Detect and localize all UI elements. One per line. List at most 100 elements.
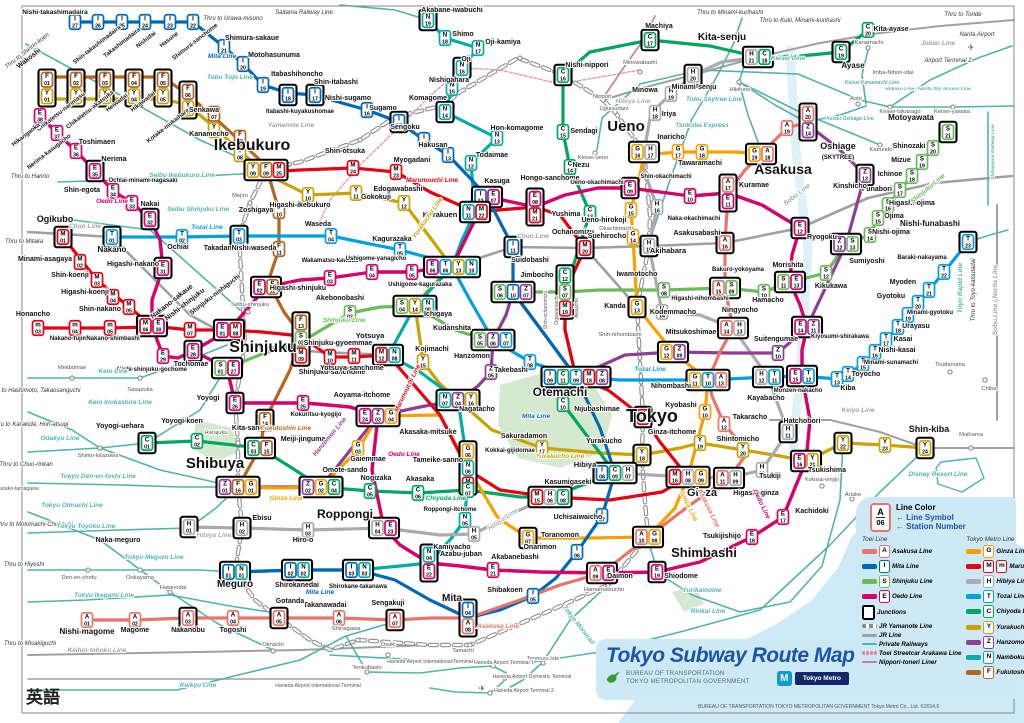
station-badge[interactable]: H11	[778, 420, 798, 444]
station-badge[interactable]: G15	[624, 201, 638, 219]
station-badge[interactable]: C20	[861, 21, 875, 39]
station-badge[interactable]: T18	[891, 318, 905, 336]
station-badge[interactable]: S14	[863, 226, 877, 244]
station-badge[interactable]: H03	[301, 521, 315, 539]
station-badge[interactable]: N19	[418, 8, 438, 32]
station-badge[interactable]: N15	[445, 79, 459, 97]
station-badge[interactable]: S18	[905, 167, 919, 185]
station-badge[interactable]: E36	[69, 142, 83, 160]
station-badge[interactable]: G10	[698, 403, 712, 421]
station-badge[interactable]: N12	[464, 154, 478, 172]
station-badge[interactable]: H14	[655, 303, 669, 321]
station-badge[interactable]: Y20	[736, 441, 750, 459]
station-badge[interactable]: G13	[627, 295, 647, 319]
station-badge[interactable]: T13	[830, 370, 844, 388]
station-badge[interactable]: E37	[50, 124, 64, 142]
station-badge[interactable]: E38	[33, 107, 47, 125]
station-badge[interactable]: I19	[256, 76, 270, 94]
station-badge[interactable]: Y23	[878, 436, 892, 454]
station-badge[interactable]: N17	[471, 39, 485, 57]
station-badge[interactable]: T21	[922, 281, 936, 299]
station-badge[interactable]: T03	[229, 224, 249, 248]
station-badge[interactable]: C16	[553, 63, 573, 87]
station-badge[interactable]: C10	[556, 395, 570, 413]
station-badge[interactable]: E05	[405, 263, 419, 281]
station-badge[interactable]: T14	[841, 365, 855, 383]
station-badge[interactable]: E17	[776, 508, 790, 526]
station-badge[interactable]: F11	[272, 240, 286, 258]
station-badge[interactable]: N18	[438, 29, 452, 47]
station-badge[interactable]: E03	[323, 269, 337, 287]
station-badge[interactable]: I15	[389, 110, 409, 134]
station-badge[interactable]: Z05	[484, 363, 498, 381]
station-badge[interactable]: A07	[385, 608, 405, 632]
station-badge[interactable]: S20	[926, 139, 940, 157]
station-badge[interactable]: C14	[563, 158, 577, 176]
station-badge[interactable]: G18	[695, 143, 709, 161]
station-badge[interactable]: A16	[715, 231, 735, 255]
station-badge[interactable]: I06	[570, 543, 584, 561]
station-badge[interactable]: G17	[671, 143, 685, 161]
station-badge[interactable]: M10	[323, 348, 337, 366]
station-badge[interactable]: Y22	[833, 431, 853, 455]
station-badge[interactable]: m03	[31, 319, 45, 337]
station-badge[interactable]: C13	[583, 204, 597, 222]
station-badge[interactable]: Y19	[693, 434, 707, 452]
station-badge[interactable]: E34	[106, 182, 120, 200]
station-badge[interactable]: E26	[225, 391, 245, 415]
station-badge[interactable]: N13	[490, 129, 504, 147]
station-badge[interactable]: A04	[226, 609, 240, 627]
station-badge[interactable]: I25	[115, 13, 129, 31]
station-badge[interactable]: Y12	[397, 194, 411, 212]
station-badge[interactable]: H19	[664, 85, 678, 103]
station-badge[interactable]: S03	[343, 304, 357, 322]
station-badge[interactable]: S15	[871, 209, 885, 227]
station-badge[interactable]: Y15	[416, 353, 430, 371]
station-badge[interactable]: Z10	[771, 344, 785, 362]
station-badge[interactable]: M24	[346, 159, 360, 177]
station-badge[interactable]: I16	[360, 101, 374, 119]
station-badge[interactable]: Y24	[915, 436, 935, 460]
station-badge[interactable]: T01	[102, 225, 122, 249]
station-badge[interactable]: Y10	[301, 186, 315, 204]
station-badge[interactable]: T05	[393, 241, 407, 259]
station-badge[interactable]: T15	[856, 355, 870, 373]
station-badge[interactable]: S21	[938, 120, 958, 144]
station-badge[interactable]: G07	[518, 526, 538, 550]
station-badge[interactable]: H20	[683, 63, 703, 87]
station-badge[interactable]: T08	[523, 353, 537, 371]
station-badge[interactable]: E19	[647, 560, 667, 584]
station-badge[interactable]: N05	[458, 511, 472, 529]
station-badge[interactable]: S17	[893, 181, 907, 199]
station-badge[interactable]: G14	[626, 228, 640, 246]
station-badge[interactable]: S16	[881, 196, 895, 214]
station-badge[interactable]: H18	[648, 104, 662, 122]
station-badge[interactable]: I20	[236, 55, 250, 73]
